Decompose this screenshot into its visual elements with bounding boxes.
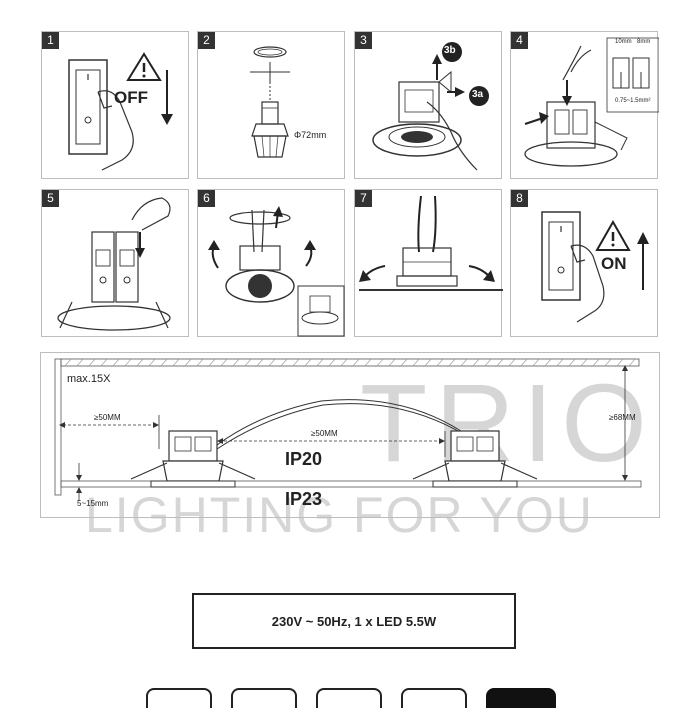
bottom-symbol-1: [146, 688, 212, 708]
installation-illustration: [54, 358, 642, 501]
step-3-illustration: [372, 42, 489, 171]
step-7-panel: 7: [354, 189, 503, 337]
step-5-number: 5: [42, 190, 59, 207]
spacing-label: ≥50MM: [311, 429, 338, 438]
wire-section-label: 0.75~1.5mm²: [615, 98, 651, 104]
step-2-number: 2: [198, 32, 215, 49]
spec-box: 230V ~ 50Hz, 1 x LED 5.5W: [192, 593, 516, 649]
tag-3b: 3b: [444, 45, 456, 56]
installation-diagram: max.15X ≥50MM ≥50MM ≥68MM 5~15mm IP20 IP…: [40, 352, 660, 518]
wall-distance-label: ≥50MM: [94, 413, 121, 422]
step-6-illustration: [208, 206, 345, 337]
step-7-number: 7: [355, 190, 372, 207]
diameter-label: Φ72mm: [294, 130, 327, 140]
step-3-number: 3: [355, 32, 372, 49]
spec-text: 230V ~ 50Hz, 1 x LED 5.5W: [271, 613, 437, 629]
step-2-panel: 2 Φ72mm: [197, 31, 345, 179]
bottom-symbol-4: [401, 688, 467, 708]
bottom-symbol-2: [231, 688, 297, 708]
tag-3a: 3a: [472, 89, 484, 100]
ip23-label: IP23: [285, 489, 323, 509]
strip-length-label-2: 8mm: [637, 39, 651, 45]
step-1-number: 1: [42, 32, 59, 49]
step-7-illustration: [359, 195, 503, 291]
step-3-panel: 3 3b 3a: [354, 31, 502, 179]
bottom-symbol-5: [486, 688, 556, 708]
bottom-symbol-3: [316, 688, 382, 708]
ip20-label: IP20: [285, 449, 323, 469]
off-label: OFF: [114, 88, 148, 107]
step-4-panel: 4 10mm 8mm 0.75~1.5mm²: [510, 31, 659, 179]
step-8-number: 8: [511, 190, 528, 207]
step-4-number: 4: [511, 32, 528, 49]
height-label: ≥68MM: [609, 413, 636, 422]
step-6-number: 6: [198, 190, 215, 207]
step-5-illustration: [57, 197, 171, 331]
step-4-illustration: [524, 37, 659, 167]
strip-length-label: 10mm: [615, 39, 632, 45]
step-8-illustration: [541, 211, 649, 323]
step-8-panel: 8 ON: [510, 189, 658, 337]
step-1-illustration: [68, 52, 173, 171]
step-5-panel: 5: [41, 189, 189, 337]
step-2-illustration: [250, 46, 290, 158]
on-label: ON: [601, 254, 627, 273]
step-6-panel: 6: [197, 189, 345, 337]
ceiling-thickness-label: 5~15mm: [77, 499, 109, 508]
max-connection-label: max.15X: [67, 373, 111, 385]
step-1-panel: 1 OFF: [41, 31, 189, 179]
